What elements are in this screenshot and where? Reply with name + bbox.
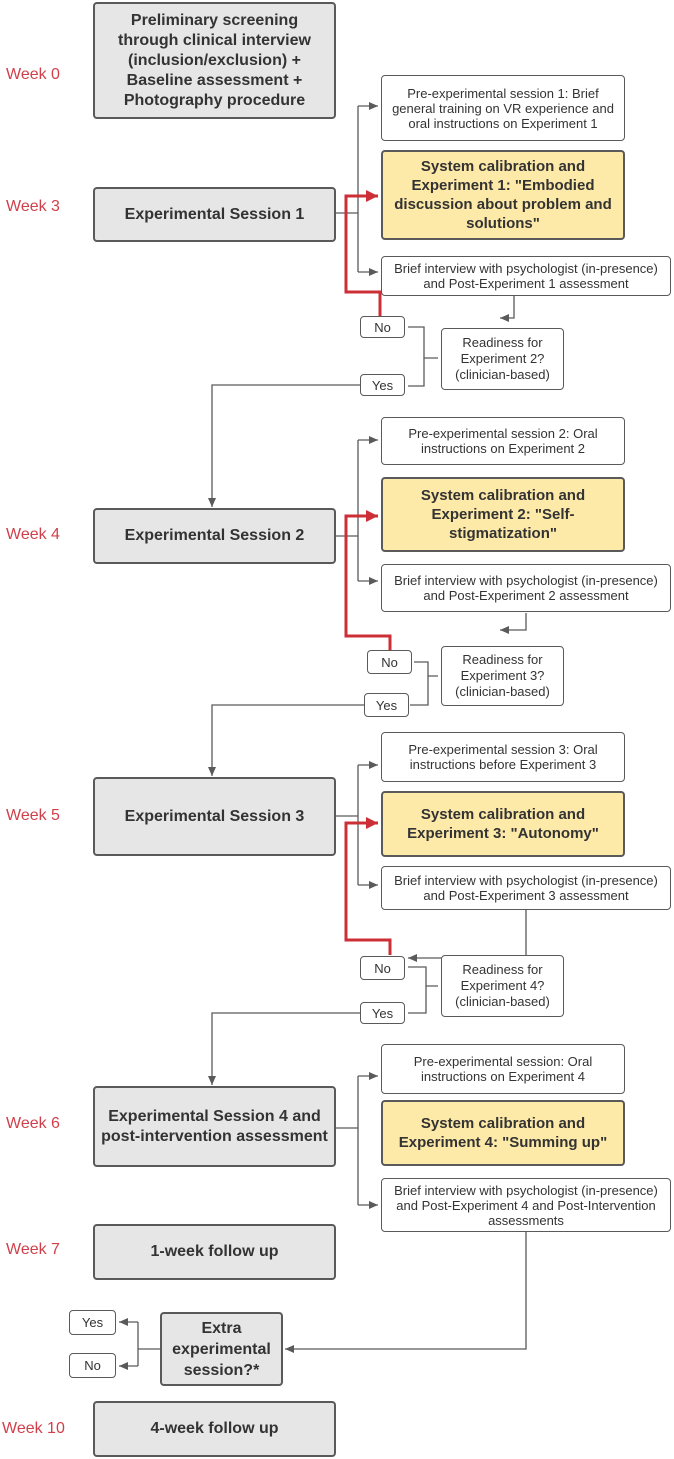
- readiness-2-box: Readiness for Experiment 2? (clinician-b…: [441, 328, 564, 390]
- yes-1-label: Yes: [371, 377, 394, 393]
- no-2-loop-arrow: [344, 510, 392, 650]
- experiment-3-text: System calibration and Experiment 3: "Au…: [407, 806, 599, 842]
- pre-session-4-box: Pre-experimental session: Oral instructi…: [381, 1044, 625, 1094]
- no-2-box: No: [367, 650, 412, 674]
- week-0-label: Week 0: [6, 66, 60, 83]
- screening-box: Preliminary screening through clinical i…: [93, 2, 336, 119]
- session-3-box: Experimental Session 3: [93, 777, 336, 856]
- no-2-label: No: [381, 654, 398, 670]
- yes-3-label: Yes: [371, 1005, 394, 1021]
- experiment-2-box: System calibration and Experiment 2: "Se…: [381, 477, 625, 552]
- post-experiment-3-text: Brief interview with psychologist (in-pr…: [394, 873, 658, 903]
- screening-text: Preliminary screening through clinical i…: [118, 11, 311, 109]
- post-experiment-1-text: Brief interview with psychologist (in-pr…: [394, 261, 658, 291]
- post-experiment-2-box: Brief interview with psychologist (in-pr…: [381, 564, 671, 612]
- post-1-to-readiness-arrow: [500, 296, 515, 322]
- no-1-box: No: [360, 316, 405, 338]
- session-1-box: Experimental Session 1: [93, 187, 336, 242]
- yes-2-to-session-3-arrow: [208, 704, 364, 776]
- followup-1-week-box: 1-week follow up: [93, 1224, 336, 1280]
- week-6-label: Week 6: [6, 1115, 60, 1132]
- session-4-title: Experimental Session 4 and post-interven…: [101, 1107, 328, 1145]
- week-10-label: Week 10: [2, 1420, 65, 1437]
- week-3-label: Week 3: [6, 198, 60, 215]
- experiment-4-text: System calibration and Experiment 4: "Su…: [398, 1115, 608, 1151]
- readiness-4-box: Readiness for Experiment 4? (clinician-b…: [441, 955, 564, 1017]
- pre-session-3-text: Pre-experimental session 3: Oral instruc…: [408, 742, 598, 772]
- readiness-3-text: Readiness for Experiment 3? (clinician-b…: [455, 652, 550, 699]
- post-experiment-4-text: Brief interview with psychologist (in-pr…: [394, 1182, 658, 1228]
- post-experiment-1-box: Brief interview with psychologist (in-pr…: [381, 256, 671, 296]
- session-1-title: Experimental Session 1: [124, 205, 305, 223]
- post-3-to-readiness-arrow: [408, 910, 527, 962]
- yes-2-label: Yes: [375, 697, 398, 713]
- readiness-3-bracket: [414, 661, 438, 677]
- experiment-1-text: System calibration and Experiment 1: "Em…: [394, 158, 612, 232]
- no-3-label: No: [374, 960, 391, 976]
- week-4-label: Week 4: [6, 526, 60, 543]
- session-3-title: Experimental Session 3: [124, 807, 305, 825]
- extra-session-text: Extra experimental session?*: [172, 1319, 271, 1379]
- pre-session-2-box: Pre-experimental session 2: Oral instruc…: [381, 417, 625, 465]
- extra-no-label: No: [84, 1358, 101, 1373]
- extra-no-box: No: [69, 1353, 116, 1378]
- session-2-title: Experimental Session 2: [124, 527, 305, 544]
- followup-4-week-text: 4-week follow up: [150, 1420, 279, 1437]
- extra-session-box: Extra experimental session?*: [160, 1312, 283, 1386]
- yes-3-to-session-4-arrow: [208, 1012, 360, 1085]
- session-4-box: Experimental Session 4 and post-interven…: [93, 1086, 336, 1167]
- pre-session-2-text: Pre-experimental session 2: Oral instruc…: [408, 426, 598, 456]
- yes-3-box: Yes: [360, 1002, 405, 1024]
- post-2-to-readiness-arrow: [500, 613, 527, 634]
- experiment-1-box: System calibration and Experiment 1: "Em…: [381, 150, 625, 240]
- experiment-4-box: System calibration and Experiment 4: "Su…: [381, 1100, 625, 1166]
- post-experiment-4-box: Brief interview with psychologist (in-pr…: [381, 1178, 671, 1232]
- post-experiment-2-text: Brief interview with psychologist (in-pr…: [394, 573, 658, 603]
- no-1-loop-arrow: [344, 190, 382, 316]
- post-experiment-3-box: Brief interview with psychologist (in-pr…: [381, 866, 671, 910]
- no-1-label: No: [374, 319, 391, 335]
- session-2-box: Experimental Session 2: [93, 508, 336, 564]
- readiness-4-bracket: [408, 966, 438, 987]
- experiment-3-box: System calibration and Experiment 3: "Au…: [381, 791, 625, 857]
- experiment-2-text: System calibration and Experiment 2: "Se…: [420, 487, 586, 542]
- readiness-4-text: Readiness for Experiment 4? (clinician-b…: [455, 962, 550, 1009]
- readiness-3-box: Readiness for Experiment 3? (clinician-b…: [441, 646, 564, 706]
- followup-4-week-box: 4-week follow up: [93, 1401, 336, 1457]
- no-3-box: No: [360, 956, 405, 980]
- readiness-2-bracket: [408, 326, 438, 359]
- week-7-label: Week 7: [6, 1241, 60, 1258]
- followup-1-week-text: 1-week follow up: [150, 1243, 279, 1260]
- week-5-label: Week 5: [6, 807, 60, 824]
- yes-2-box: Yes: [364, 693, 409, 717]
- yes-1-to-session-2-arrow: [208, 384, 360, 507]
- pre-session-1-text: Pre-experimental session 1: Brief genera…: [392, 85, 614, 131]
- yes-1-box: Yes: [360, 374, 405, 396]
- extra-yes-box: Yes: [69, 1310, 116, 1335]
- post-4-to-extra-arrow: [285, 1231, 527, 1353]
- readiness-2-text: Readiness for Experiment 2? (clinician-b…: [455, 335, 550, 382]
- pre-session-4-text: Pre-experimental session: Oral instructi…: [413, 1054, 593, 1084]
- pre-session-3-box: Pre-experimental session 3: Oral instruc…: [381, 732, 625, 782]
- extra-yes-label: Yes: [81, 1315, 104, 1330]
- no-3-loop-arrow: [344, 817, 392, 955]
- pre-session-1-box: Pre-experimental session 1: Brief genera…: [381, 75, 625, 141]
